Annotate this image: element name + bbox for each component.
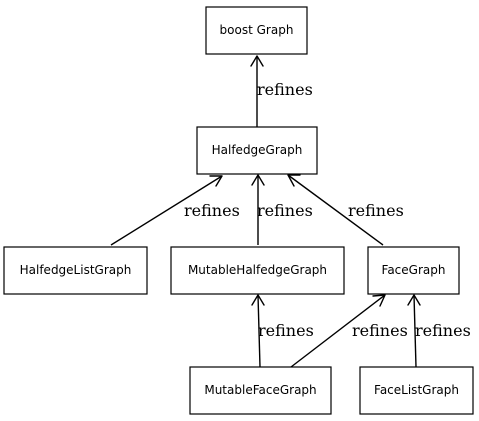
edge-halfedgelist-to-halfedge: refines [110, 175, 240, 246]
edge-label: refines [415, 321, 471, 340]
node-boost-graph: boost Graph [205, 6, 308, 55]
edge-label: refines [257, 80, 313, 99]
node-face-graph: FaceGraph [367, 246, 460, 295]
node-label-face-graph: FaceGraph [382, 263, 446, 277]
edge-face-to-halfedge: refines [287, 174, 404, 246]
edge-facelist-to-face: refines [407, 294, 471, 368]
edge-mutableface-to-face: refines [290, 294, 408, 368]
edges: refines refines refines refines refines [110, 55, 471, 368]
edge-label: refines [348, 201, 404, 220]
node-label-face-list-graph: FaceListGraph [374, 383, 459, 397]
edge-mutablehalfedge-to-halfedge: refines [251, 174, 313, 245]
node-label-halfedge-graph: HalfedgeGraph [212, 143, 303, 157]
edge-label: refines [352, 321, 408, 340]
edge-label: refines [257, 201, 313, 220]
nodes: boost Graph HalfedgeGraph HalfedgeListGr… [3, 6, 474, 415]
node-label-mutable-face-graph: MutableFaceGraph [204, 383, 316, 397]
edge-mutableface-to-mutablehalfedge: refines [251, 294, 314, 368]
node-label-halfedge-list-graph: HalfedgeListGraph [20, 263, 132, 277]
node-face-list-graph: FaceListGraph [359, 366, 474, 415]
node-halfedge-list-graph: HalfedgeListGraph [3, 246, 148, 295]
node-label-mutable-halfedge-graph: MutableHalfedgeGraph [188, 263, 327, 277]
node-halfedge-graph: HalfedgeGraph [196, 126, 318, 175]
edge-label: refines [184, 201, 240, 220]
edge-halfedge-to-boost: refines [250, 55, 313, 127]
node-mutable-halfedge-graph: MutableHalfedgeGraph [170, 246, 345, 295]
edge-label: refines [258, 321, 314, 340]
node-label-boost-graph: boost Graph [220, 23, 294, 37]
node-mutable-face-graph: MutableFaceGraph [189, 366, 332, 415]
